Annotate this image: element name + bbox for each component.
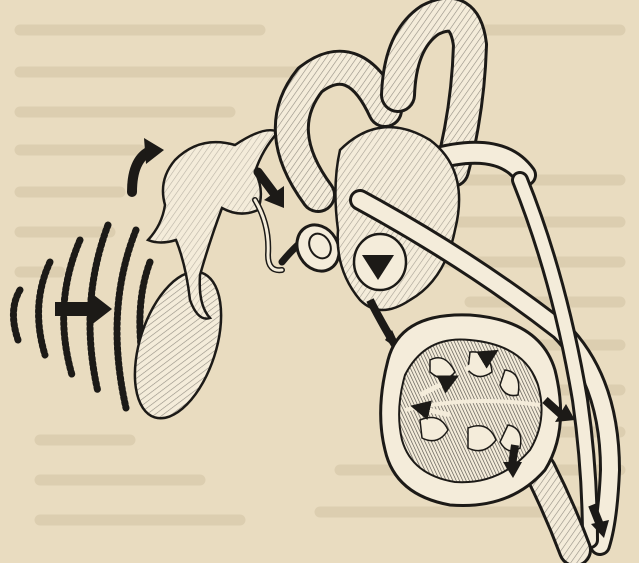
sound-waves	[13, 225, 150, 408]
cochlea-cross-section	[381, 315, 561, 506]
eardrum	[118, 261, 237, 429]
